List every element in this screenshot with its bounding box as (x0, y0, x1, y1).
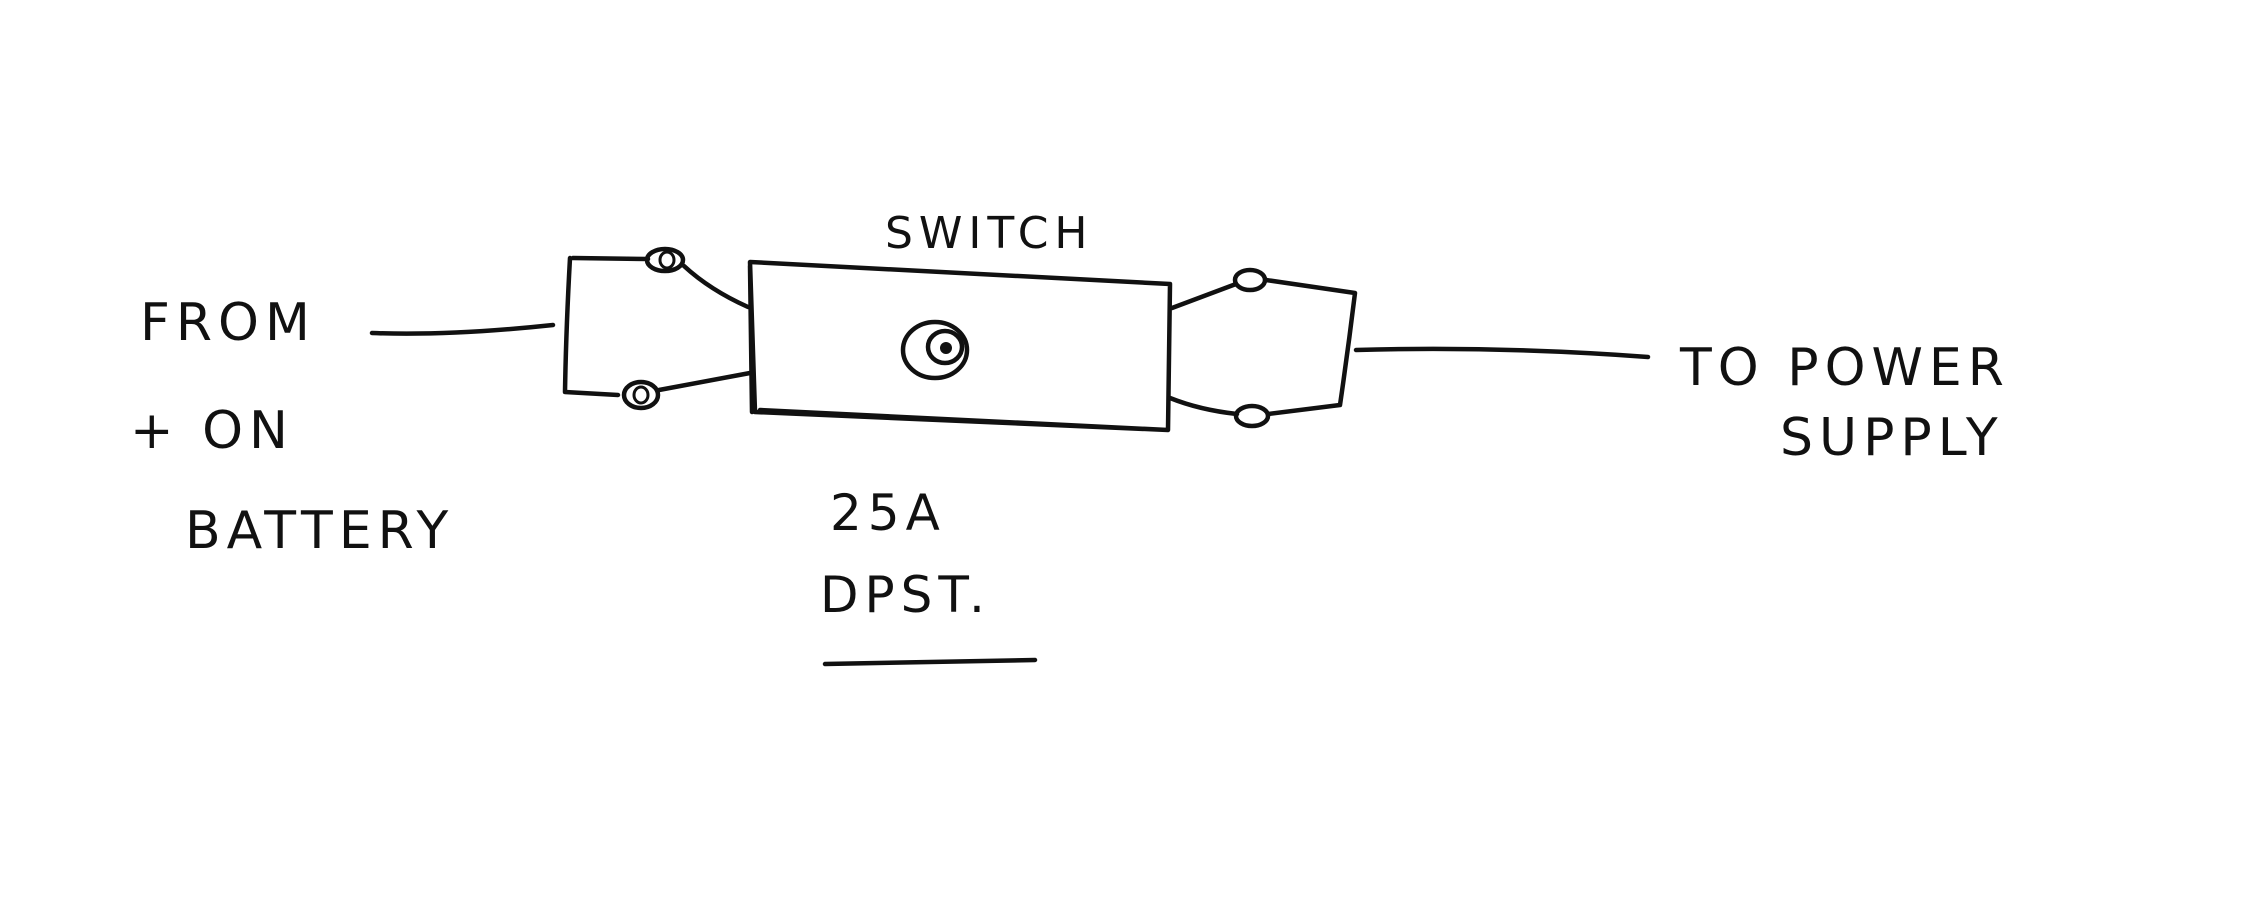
left-junction (562, 255, 651, 398)
right-bottom-lead (1167, 395, 1240, 417)
left-bottom-terminal-icon (621, 379, 661, 411)
output-wire (1353, 346, 1651, 360)
switch-knob-icon (900, 319, 970, 381)
left-top-lead (681, 263, 751, 310)
source-label-line1: FROM (140, 293, 316, 353)
right-junction (1263, 277, 1358, 417)
left-top-terminal-icon (644, 246, 686, 274)
source-label-line3: BATTERY (185, 501, 454, 561)
switch-body (747, 259, 1173, 433)
input-wire (369, 322, 556, 336)
left-bottom-lead (656, 370, 753, 393)
right-top-lead (1169, 281, 1239, 311)
rating-label-line2: DPST. (820, 566, 991, 624)
right-top-terminal-icon (1232, 267, 1268, 293)
rating-underline (822, 657, 1038, 667)
target-label-line2: SUPPLY (1780, 408, 2004, 468)
switch-label: SWITCH (885, 208, 1094, 259)
right-bottom-terminal-icon (1233, 403, 1271, 429)
source-label-line2: + ON (130, 401, 294, 461)
target-label-line1: TO POWER (1679, 338, 2010, 398)
rating-label-line1: 25A (830, 484, 946, 542)
